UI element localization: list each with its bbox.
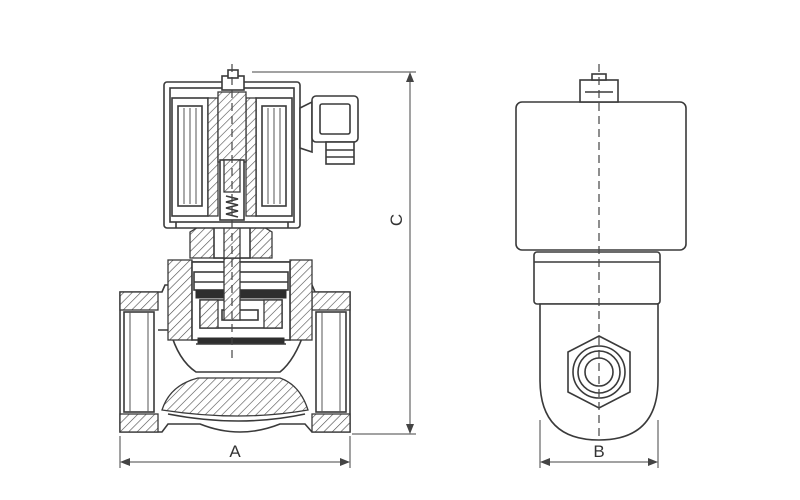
dimension-a: A <box>119 436 351 468</box>
electrical-connector <box>299 95 359 165</box>
right-port-wall-bottom <box>311 413 351 433</box>
valve-neck <box>189 225 273 259</box>
diaphragm-seal <box>195 289 287 299</box>
side-neck <box>533 251 661 305</box>
left-port-wall-bottom <box>119 413 159 433</box>
dimension-b: B <box>539 420 659 468</box>
left-port-wall-top <box>119 291 159 311</box>
dimension-c-label: C <box>387 214 406 226</box>
right-port-wall-top <box>311 291 351 311</box>
front-section-view <box>119 64 359 433</box>
valve-body <box>119 239 351 433</box>
seat-seal <box>197 337 285 345</box>
bonnet-right-wall <box>289 259 313 341</box>
body-cavity-wall <box>161 377 309 417</box>
dimension-a-label: A <box>229 442 241 461</box>
side-view <box>515 64 687 441</box>
side-coil-housing <box>515 101 687 251</box>
dimension-c: C <box>252 71 416 435</box>
fixed-core <box>217 91 247 163</box>
bonnet-left-wall <box>167 259 193 341</box>
dimension-b-label: B <box>593 442 604 461</box>
plunger-spring <box>225 195 239 218</box>
